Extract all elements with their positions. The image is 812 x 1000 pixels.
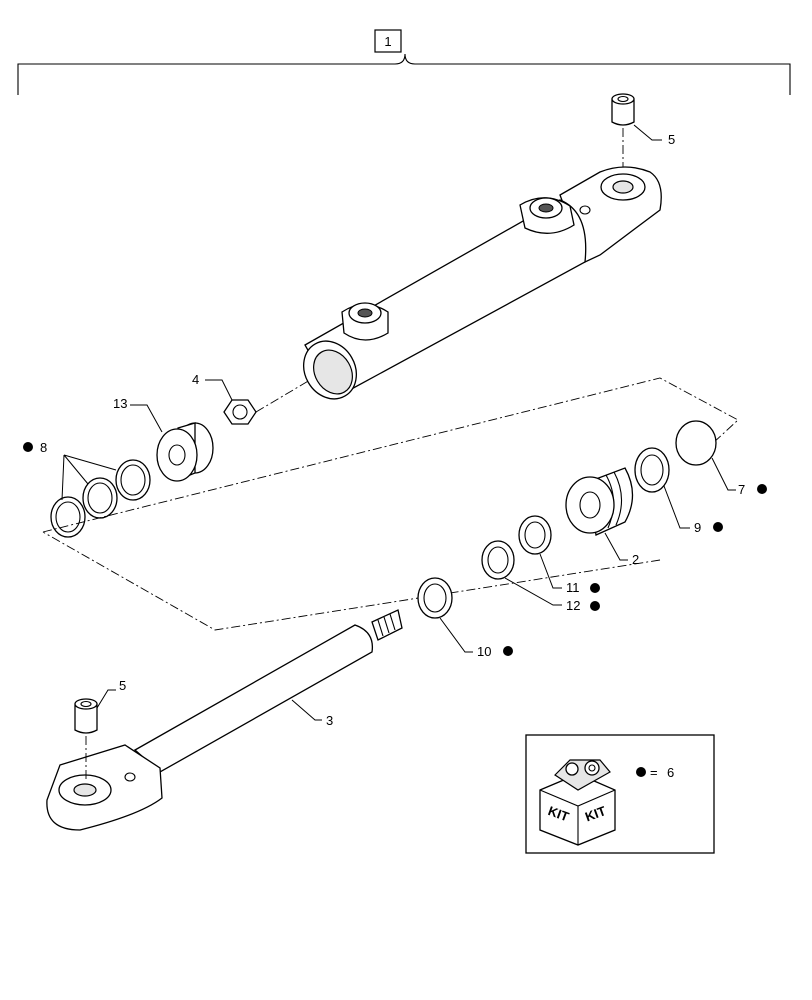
backup-ring: 9 [634, 447, 723, 535]
kit-equals: = [650, 765, 658, 780]
callout-4: 4 [192, 372, 199, 387]
rod-seal-12: 12 [481, 540, 600, 613]
kit-ref-number: 6 [667, 765, 674, 780]
kit-marker-dot [636, 767, 646, 777]
gland: 2 [565, 467, 639, 567]
piston-rod: 3 [46, 609, 403, 831]
callout-7: 7 [738, 482, 745, 497]
callout-13: 13 [113, 396, 127, 411]
kit-legend: KIT KIT = 6 [525, 734, 715, 854]
seal-kit-boundary [42, 377, 739, 631]
callout-2: 2 [632, 552, 639, 567]
rod-seal-11: 11 [518, 515, 600, 595]
callout-3: 3 [326, 713, 333, 728]
callout-8: 8 [40, 440, 47, 455]
wiper: 10 [417, 577, 513, 659]
clevis-pin-bottom: 5 [74, 678, 126, 780]
callout-10: 10 [477, 644, 491, 659]
piston: 13 [113, 396, 214, 482]
assembly-bracket: 1 [17, 29, 791, 95]
cylinder-barrel [303, 166, 662, 400]
assembly-number: 1 [384, 34, 391, 49]
clevis-pin-top: 5 [611, 93, 675, 178]
nut: 4 [192, 372, 311, 425]
callout-12: 12 [566, 598, 580, 613]
callout-5-top: 5 [668, 132, 675, 147]
o-ring: 7 [675, 420, 767, 497]
kit-label-right: KIT [583, 803, 608, 824]
callout-9: 9 [694, 520, 701, 535]
callout-11: 11 [566, 580, 580, 595]
wear-rings: 8 [23, 440, 151, 538]
callout-5-bottom: 5 [119, 678, 126, 693]
kit-label-left: KIT [546, 803, 571, 824]
kit-marker-dot [23, 442, 33, 452]
